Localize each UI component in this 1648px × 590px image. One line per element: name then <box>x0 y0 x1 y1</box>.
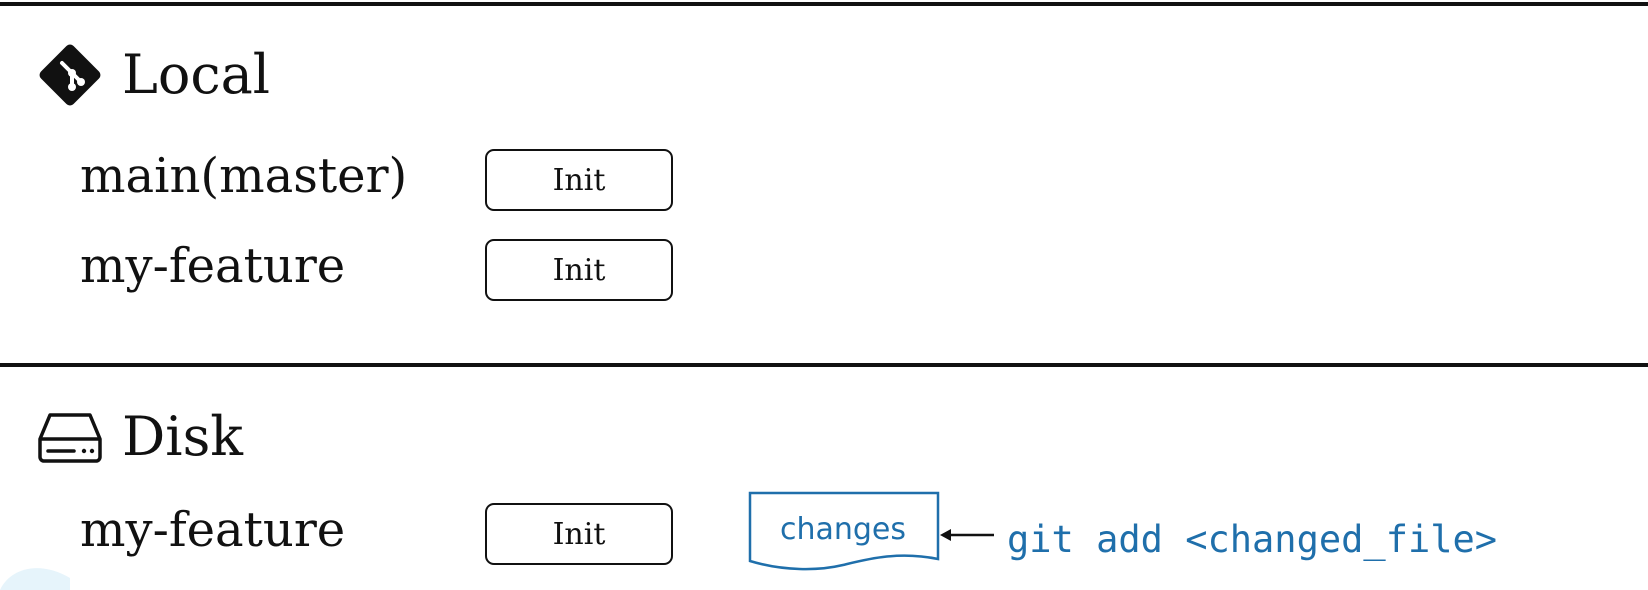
commit-label: Init <box>552 252 606 288</box>
branch-label-main: main(master) <box>80 148 408 204</box>
commit-label: Init <box>552 162 606 198</box>
changes-document-shape <box>748 491 940 571</box>
branch-label-my-feature-disk: my-feature <box>80 502 346 558</box>
top-divider <box>0 2 1648 6</box>
commit-box[interactable]: Init <box>485 149 673 211</box>
arrow-icon <box>940 529 994 541</box>
commit-box[interactable]: Init <box>485 239 673 301</box>
local-section-title: Local <box>36 41 270 109</box>
section-divider <box>0 363 1648 367</box>
git-add-command: git add <changed_file> <box>1007 518 1498 561</box>
branch-label-my-feature: my-feature <box>80 238 346 294</box>
section-title-text: Local <box>122 43 271 106</box>
commit-box[interactable]: Init <box>485 503 673 565</box>
hard-drive-icon <box>36 409 104 465</box>
changes-label: changes <box>779 512 907 547</box>
section-title-text: Disk <box>122 405 243 468</box>
disk-section-title: Disk <box>36 409 243 465</box>
git-icon <box>36 41 104 109</box>
decorative-corner-shape <box>0 568 70 590</box>
commit-label: Init <box>552 516 606 552</box>
